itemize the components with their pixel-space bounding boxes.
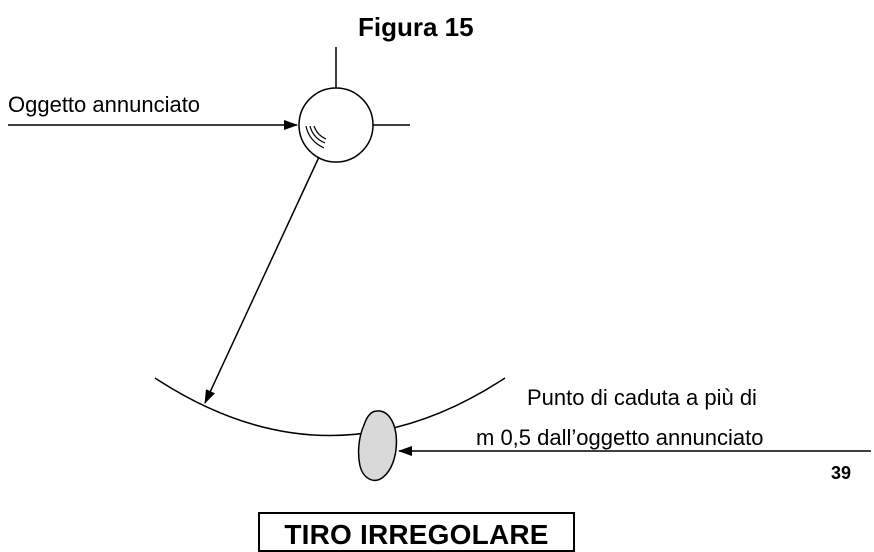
impact-label-line2: m 0,5 dall’oggetto annunciato bbox=[476, 425, 764, 450]
figure-title: Figura 15 bbox=[358, 12, 474, 42]
throw-trajectory-arrow bbox=[204, 156, 320, 404]
object-shine-2 bbox=[309, 125, 326, 144]
impact-label-line1: Punto di caduta a più di bbox=[527, 385, 757, 410]
ground-arc bbox=[154, 377, 506, 437]
impact-point-blob bbox=[357, 410, 398, 482]
verdict-box: TIRO IRREGOLARE bbox=[258, 512, 575, 552]
object-shine-3 bbox=[313, 125, 327, 140]
object-label: Oggetto annunciato bbox=[8, 92, 201, 117]
verdict-text: TIRO IRREGOLARE bbox=[284, 519, 549, 550]
object-shine-1 bbox=[305, 125, 325, 149]
object-circle bbox=[298, 87, 374, 163]
announced-object bbox=[298, 47, 410, 163]
page-number: 39 bbox=[831, 463, 852, 483]
